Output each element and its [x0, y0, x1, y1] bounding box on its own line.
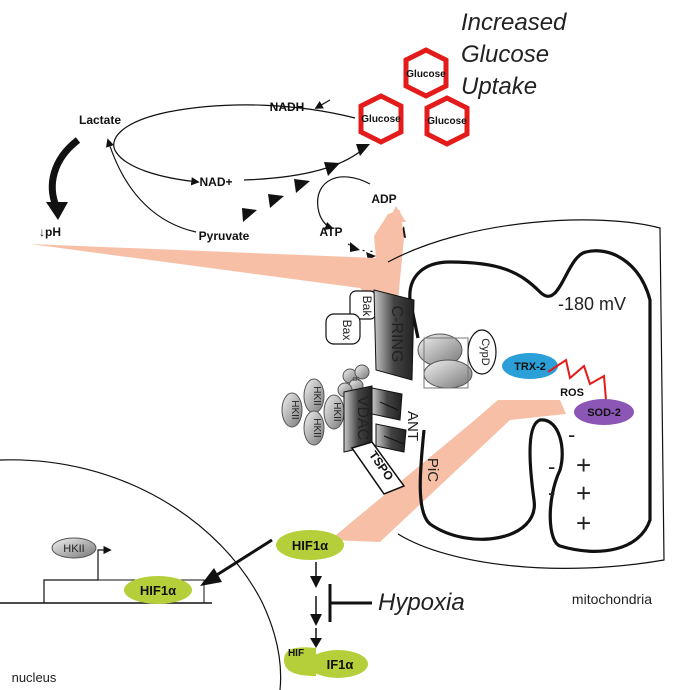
membrane-potential-label: -180 mV — [558, 294, 626, 314]
hkii-label-2: HKII — [311, 386, 322, 405]
plus-sign-2: + — [576, 478, 591, 508]
lactate-label: Lactate — [79, 113, 121, 127]
glucose-label-top: Glucose — [406, 69, 446, 80]
title-line3: Uptake — [461, 73, 537, 100]
hif1a-nuclear-label: HIF1α — [140, 583, 176, 598]
nucleus-label: nucleus — [12, 670, 57, 685]
bak-protein: Bak — [349, 290, 377, 320]
pyruvate-label: Pyruvate — [199, 229, 250, 243]
sod2-label: SOD-2 — [587, 407, 621, 419]
ck-label: CK — [353, 377, 361, 383]
hif-degradation-arrows — [310, 562, 322, 648]
hif1a-degraded-fragment-label: HIF — [288, 648, 304, 659]
plus-sign-3: + — [576, 508, 591, 538]
bak-label: Bak — [360, 296, 374, 318]
proton-flux-arrow — [30, 210, 404, 310]
mitochondria-outer-membrane — [387, 219, 665, 569]
hif-to-nucleus-line — [211, 538, 273, 580]
lactate-to-ph-arrow — [48, 137, 81, 208]
hif1a-cytosol: HIF1α — [276, 530, 344, 560]
lactate-to-ph-arrowhead — [46, 202, 68, 220]
mitochondria-label: mitochondria — [572, 591, 652, 607]
ros-signal-arrow — [330, 400, 566, 542]
nadplus-to-glycolysis-arrow — [243, 149, 363, 181]
cypd-protein: CypD — [467, 329, 497, 375]
plus-sign-1: + — [576, 450, 591, 480]
vdac-channel: VDAC — [343, 385, 373, 453]
pic-label: PiC — [424, 458, 441, 482]
glucose-molecule-top: Glucose — [403, 47, 449, 99]
bax-label: Bax — [340, 320, 354, 341]
hkii-gene-product: HKII — [51, 537, 97, 559]
title-line1: Increased — [461, 9, 567, 36]
glucose-molecule-right: Glucose — [424, 95, 470, 147]
nad-plus-label: NAD+ — [199, 175, 232, 189]
sod2-protein: SOD-2 — [574, 399, 634, 425]
hkii-label-1: HKII — [289, 400, 300, 419]
trx2-protein: TRX-2 — [502, 353, 558, 379]
hif1a-degraded: HIF IF1α — [284, 647, 368, 678]
title-line2: Glucose — [461, 41, 549, 68]
glucose-label-left: Glucose — [361, 114, 401, 125]
hkii-label-3: HKII — [311, 418, 322, 437]
trx2-label: TRX-2 — [514, 361, 546, 373]
ph-label: ↓pH — [39, 225, 61, 239]
promoter-box — [43, 579, 205, 604]
hif1a-degraded-label: IF1α — [327, 657, 354, 672]
hkii-label-4: HKII — [331, 402, 342, 421]
hif1a-cytosol-label: HIF1α — [292, 538, 328, 553]
nadh-to-nadplus-arrow — [113, 104, 356, 186]
c-ring-complex: C-RING — [373, 289, 415, 381]
cypd-label: CypD — [479, 338, 491, 366]
adp-to-atp-arrow — [317, 176, 371, 230]
nadh-arrowhead — [314, 99, 331, 109]
mitochondria-inner-membrane — [408, 249, 652, 553]
ros-label: ROS — [560, 387, 584, 399]
hkii-gene-label: HKII — [63, 543, 84, 555]
pyruvate-to-lactate-arrow — [105, 138, 197, 233]
pic-transporter — [375, 423, 407, 453]
vdac-label: VDAC — [354, 396, 371, 440]
minus-sign-2: - — [548, 454, 555, 479]
glucose-label-right: Glucose — [427, 116, 467, 127]
minus-sign-3: - — [548, 480, 555, 505]
hypoxia-label: Hypoxia — [378, 589, 465, 616]
c-ring-label: C-RING — [388, 306, 405, 363]
atp-synthase-head — [417, 333, 473, 389]
membrane-charges: - - - + + + — [548, 422, 591, 538]
adp-uptake-arrowhead — [388, 206, 406, 222]
adp-label: ADP — [371, 192, 396, 206]
ros-zigzag — [547, 358, 607, 401]
minus-sign-1: - — [568, 422, 575, 447]
glucose-molecule-left: Glucose — [358, 93, 404, 145]
bax-protein: Bax — [325, 313, 361, 345]
hif1a-nuclear: HIF1α — [124, 576, 192, 604]
hkii-cluster: HKII HKII HKII HKII — [281, 378, 345, 446]
nucleus-membrane — [0, 459, 282, 690]
hif-to-nucleus-arrowhead — [200, 568, 222, 586]
ant-transporter — [371, 387, 403, 421]
glycolysis-steps — [242, 144, 370, 222]
ant-label: ANT — [404, 411, 421, 441]
